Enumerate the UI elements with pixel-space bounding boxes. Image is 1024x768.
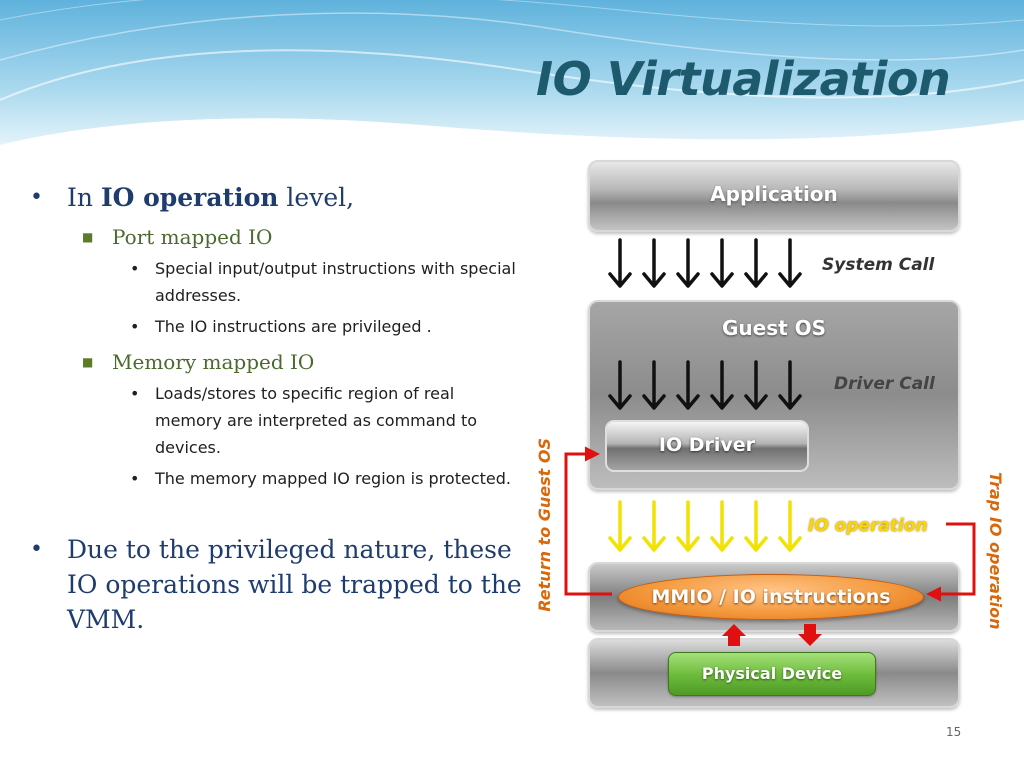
sub-bullet-port-mapped: ■ Port mapped IO (22, 223, 522, 251)
bullet-text: Due to the privileged nature, these IO o… (67, 535, 522, 634)
bullet-prefix: In (67, 183, 101, 212)
bullet-list: • In IO operation level, ■ Port mapped I… (22, 180, 522, 637)
bullet-privileged-nature: • Due to the privileged nature, these IO… (22, 532, 522, 637)
bullet-bold-term: IO operation (100, 183, 279, 212)
application-label: Application (710, 182, 838, 206)
bullet-dot-icon: • (30, 185, 43, 210)
bullet-dot-icon: • (130, 259, 140, 278)
trap-io-label: Trap IO operation (986, 472, 1005, 630)
io-operation-label: IO operation (808, 516, 928, 536)
sub-sub-bullet-text: Special input/output instructions with s… (155, 259, 516, 305)
sub-sub-bullet-special-instructions: • Special input/output instructions with… (22, 255, 522, 309)
sub-sub-bullet-privileged: • The IO instructions are privileged . (22, 313, 522, 340)
physical-device-label: Physical Device (701, 664, 843, 683)
square-bullet-icon: ■ (82, 355, 94, 369)
physical-device-box: Physical Device (668, 652, 876, 696)
bullet-suffix: level, (278, 183, 355, 212)
driver-call-label: Driver Call (834, 374, 935, 394)
bullet-dot-icon: • (130, 384, 140, 403)
bullet-dot-icon: • (130, 469, 140, 488)
sub-bullet-text: Memory mapped IO (112, 350, 315, 374)
guest-os-label: Guest OS (721, 316, 827, 340)
slide-title: IO Virtualization (536, 52, 951, 106)
system-call-label: System Call (822, 255, 935, 275)
sub-sub-bullet-text: Loads/stores to specific region of real … (155, 384, 477, 457)
mmio-instructions-ellipse: MMIO / IO instructions (618, 574, 924, 620)
application-box: Application (588, 160, 960, 232)
io-driver-box: IO Driver (605, 420, 809, 472)
bullet-dot-icon: • (130, 317, 140, 336)
mmio-label: MMIO / IO instructions (651, 586, 891, 608)
bullet-dot-icon: • (30, 537, 43, 562)
page-number: 15 (946, 725, 962, 739)
io-driver-label: IO Driver (658, 434, 756, 456)
return-to-guest-label: Return to Guest OS (535, 438, 554, 612)
sub-sub-bullet-text: The memory mapped IO region is protected… (155, 469, 511, 488)
sub-sub-bullet-protected: • The memory mapped IO region is protect… (22, 465, 522, 492)
bullet-io-operation-level: • In IO operation level, (22, 180, 522, 215)
sub-bullet-text: Port mapped IO (112, 225, 273, 249)
sub-bullet-memory-mapped: ■ Memory mapped IO (22, 348, 522, 376)
sub-sub-bullet-loads-stores: • Loads/stores to specific region of rea… (22, 380, 522, 461)
sub-sub-bullet-text: The IO instructions are privileged . (155, 317, 432, 336)
square-bullet-icon: ■ (82, 230, 94, 244)
